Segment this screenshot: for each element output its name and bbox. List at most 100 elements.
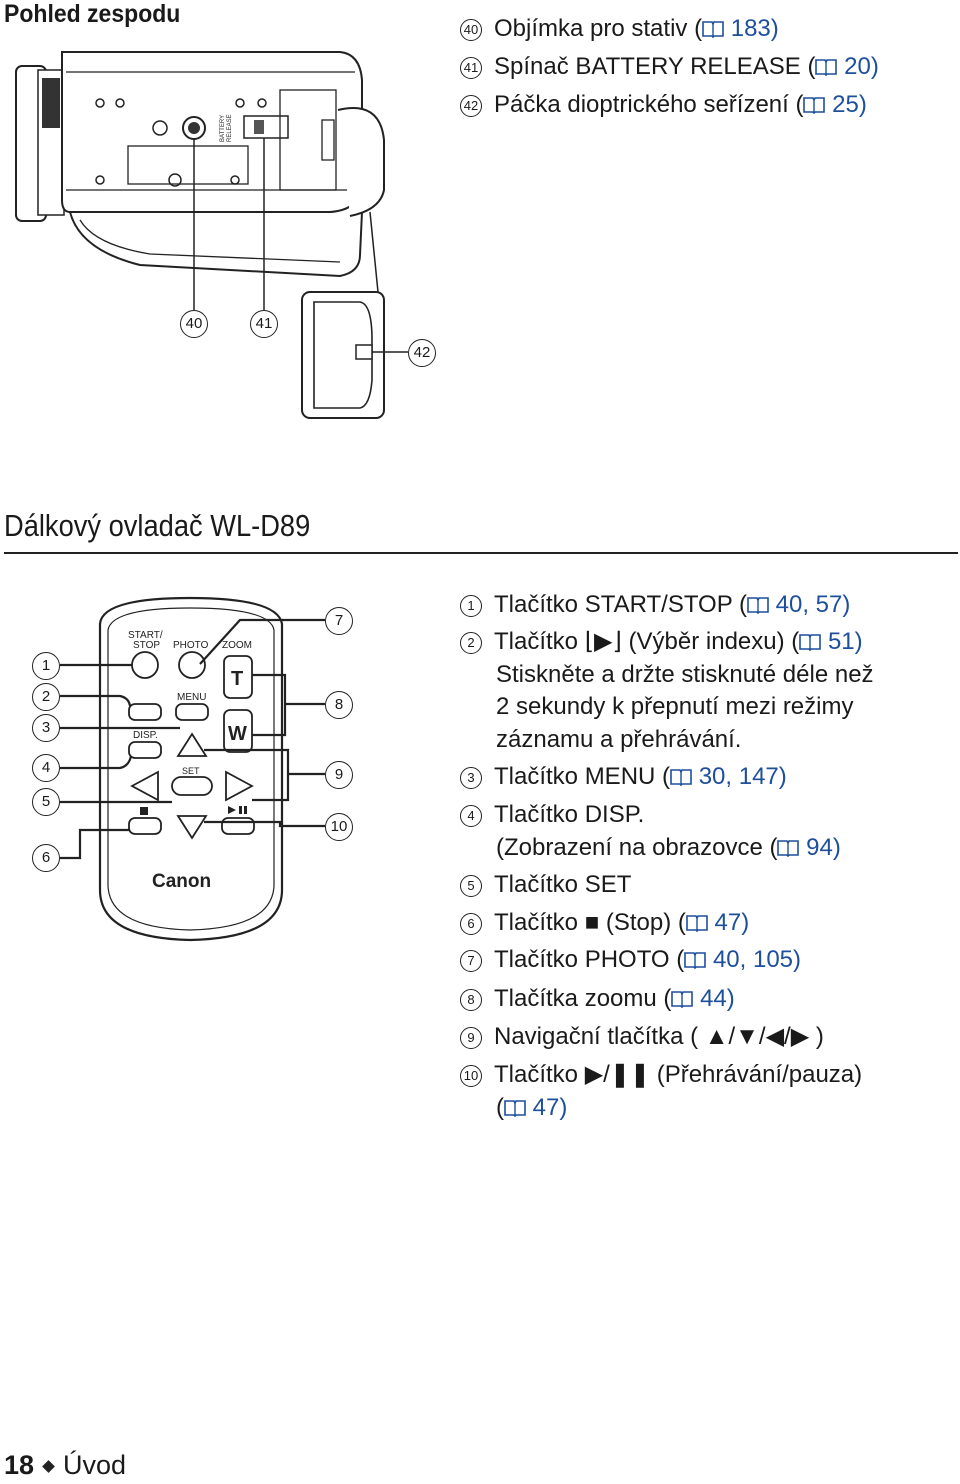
disp-button[interactable] [128, 741, 162, 759]
start-stop-button[interactable] [131, 651, 159, 679]
item-text: 2 sekundy k přepnutí mezi režimy [496, 693, 854, 720]
set-button[interactable] [171, 776, 213, 796]
section-divider [4, 552, 958, 554]
right-button[interactable] [225, 770, 254, 802]
canon-logo: Canon [152, 871, 211, 892]
zoom-label: ZOOM [222, 640, 252, 651]
item-text: Tlačítko ■ (Stop) ( [494, 909, 686, 936]
item-text: Tlačítka zoomu ( [494, 985, 672, 1012]
item-text: Tlačítko PHOTO ( [494, 946, 685, 973]
page-ref-link[interactable]: 40, 105) [684, 946, 801, 973]
item-number: 2 [460, 632, 482, 654]
remote-list-item-1: 1 Tlačítko START/STOP ( 40, 57) [460, 590, 850, 620]
item-number: 3 [460, 767, 482, 789]
down-button[interactable] [176, 815, 208, 840]
up-button[interactable] [176, 732, 208, 757]
page-ref-link[interactable]: 47) [504, 1094, 567, 1121]
item-text: Tlačítko START/STOP ( [494, 591, 747, 618]
callout-41: 41 [250, 310, 278, 338]
page-ref-link[interactable]: 44) [671, 985, 735, 1012]
diamond-icon [42, 1460, 55, 1473]
callout-42: 42 [408, 339, 436, 367]
remote-list-item-10-line-2: ( 47) [496, 1093, 567, 1123]
item-text: Navigační tlačítka ( ▲/▼/◀/▶ ) [494, 1023, 824, 1050]
release-label: RELEASE [227, 114, 233, 142]
camcorder-bottom-illustration: BATTERY RELEASE [15, 51, 408, 419]
item-number: 42 [460, 95, 482, 117]
remote-callout-9: 9 [325, 761, 353, 789]
set-label: SET [182, 766, 200, 776]
remote-list-item-2-line-2: Stiskněte a držte stisknuté déle než [496, 660, 874, 690]
remote-callout-4: 4 [32, 754, 60, 782]
book-icon [803, 97, 826, 114]
item-number: 8 [460, 989, 482, 1011]
zoom-w-button[interactable] [223, 709, 253, 753]
index-button[interactable] [128, 703, 162, 721]
remote-callout-7: 7 [325, 607, 353, 635]
left-button[interactable] [130, 770, 159, 802]
book-icon [504, 1099, 526, 1117]
book-icon [747, 597, 769, 614]
page-footer: 18 Úvod [4, 1450, 126, 1481]
item-text: Tlačítko DISP. [494, 801, 645, 828]
start-stop-label-2: STOP [133, 640, 160, 651]
page-ref-link[interactable]: 30, 147) [670, 763, 787, 790]
remote-callout-8: 8 [325, 691, 353, 719]
photo-label: PHOTO [173, 640, 209, 651]
stop-button[interactable] [128, 817, 162, 835]
list-item-42: 42 Páčka dioptrického seřízení ( 25) [460, 90, 867, 120]
photo-button[interactable] [178, 651, 206, 679]
page-ref-link[interactable]: 94) [777, 834, 841, 861]
item-text: Tlačítko MENU ( [494, 763, 671, 790]
item-text: ( [496, 1093, 504, 1121]
section-title: Dálkový ovladač WL-D89 [4, 508, 311, 543]
battery-release-switch [243, 115, 289, 139]
item-number: 9 [460, 1027, 482, 1049]
item-number: 5 [460, 875, 482, 897]
disp-label: DISP. [133, 730, 158, 741]
play-pause-button[interactable] [221, 817, 255, 835]
book-icon [684, 952, 707, 969]
book-icon [686, 915, 708, 932]
remote-callout-2: 2 [32, 683, 60, 711]
item-number: 10 [460, 1065, 482, 1087]
book-icon [671, 991, 694, 1008]
remote-list-item-4-line-2: (Zobrazení na obrazovce ( 94) [496, 833, 841, 863]
menu-button[interactable] [175, 703, 209, 721]
remote-list-item-8: 8 Tlačítka zoomu ( 44) [460, 984, 735, 1014]
item-text: Tlačítko ▶/❚❚ (Přehrávání/pauza) [494, 1061, 863, 1088]
remote-callout-10: 10 [325, 813, 353, 841]
footer-section: Úvod [63, 1450, 127, 1480]
list-item-40: 40 Objímka pro stativ ( 183) [460, 14, 779, 44]
page-ref-link[interactable]: 20) [815, 53, 879, 80]
item-text: Páčka dioptrického seřízení ( [494, 91, 804, 118]
page-title: Pohled zespodu [4, 0, 181, 28]
remote-list-item-2-line-3: 2 sekundy k přepnutí mezi režimy [496, 692, 853, 722]
item-text: Tlačítko SET [494, 871, 632, 898]
item-number: 41 [460, 57, 482, 79]
page-ref-link[interactable]: 40, 57) [747, 591, 850, 618]
battery-label: BATTERY [220, 115, 226, 142]
book-icon [815, 59, 838, 76]
page-ref-link[interactable]: 51) [799, 628, 863, 655]
page-ref-link[interactable]: 25) [803, 91, 867, 118]
remote-list-item-6: 6 Tlačítko ■ (Stop) ( 47) [460, 908, 749, 938]
remote-list-item-9: 9 Navigační tlačítka ( ▲/▼/◀/▶ ) [460, 1022, 824, 1052]
remote-list-item-10: 10 Tlačítko ▶/❚❚ (Přehrávání/pauza) [460, 1060, 862, 1090]
book-icon [702, 21, 724, 38]
remote-callout-6: 6 [32, 844, 60, 872]
item-text: (Zobrazení na obrazovce ( [496, 833, 778, 861]
item-number: 6 [460, 913, 482, 935]
item-text: Tlačítko ⌊▶⌋ (Výběr indexu) ( [494, 628, 800, 655]
remote-list-item-2: 2 Tlačítko ⌊▶⌋ (Výběr indexu) ( 51) [460, 627, 863, 657]
item-number: 1 [460, 595, 482, 617]
page-ref-link[interactable]: 47) [686, 909, 749, 936]
item-number: 7 [460, 950, 482, 972]
page-ref-link[interactable]: 183) [702, 15, 779, 42]
item-text: Objímka pro stativ ( [494, 15, 703, 42]
zoom-t-button[interactable] [223, 655, 253, 699]
page-number: 18 [4, 1450, 35, 1480]
item-number: 40 [460, 19, 482, 41]
svg-text:T: T [231, 668, 243, 690]
remote-list-item-7: 7 Tlačítko PHOTO ( 40, 105) [460, 945, 801, 975]
